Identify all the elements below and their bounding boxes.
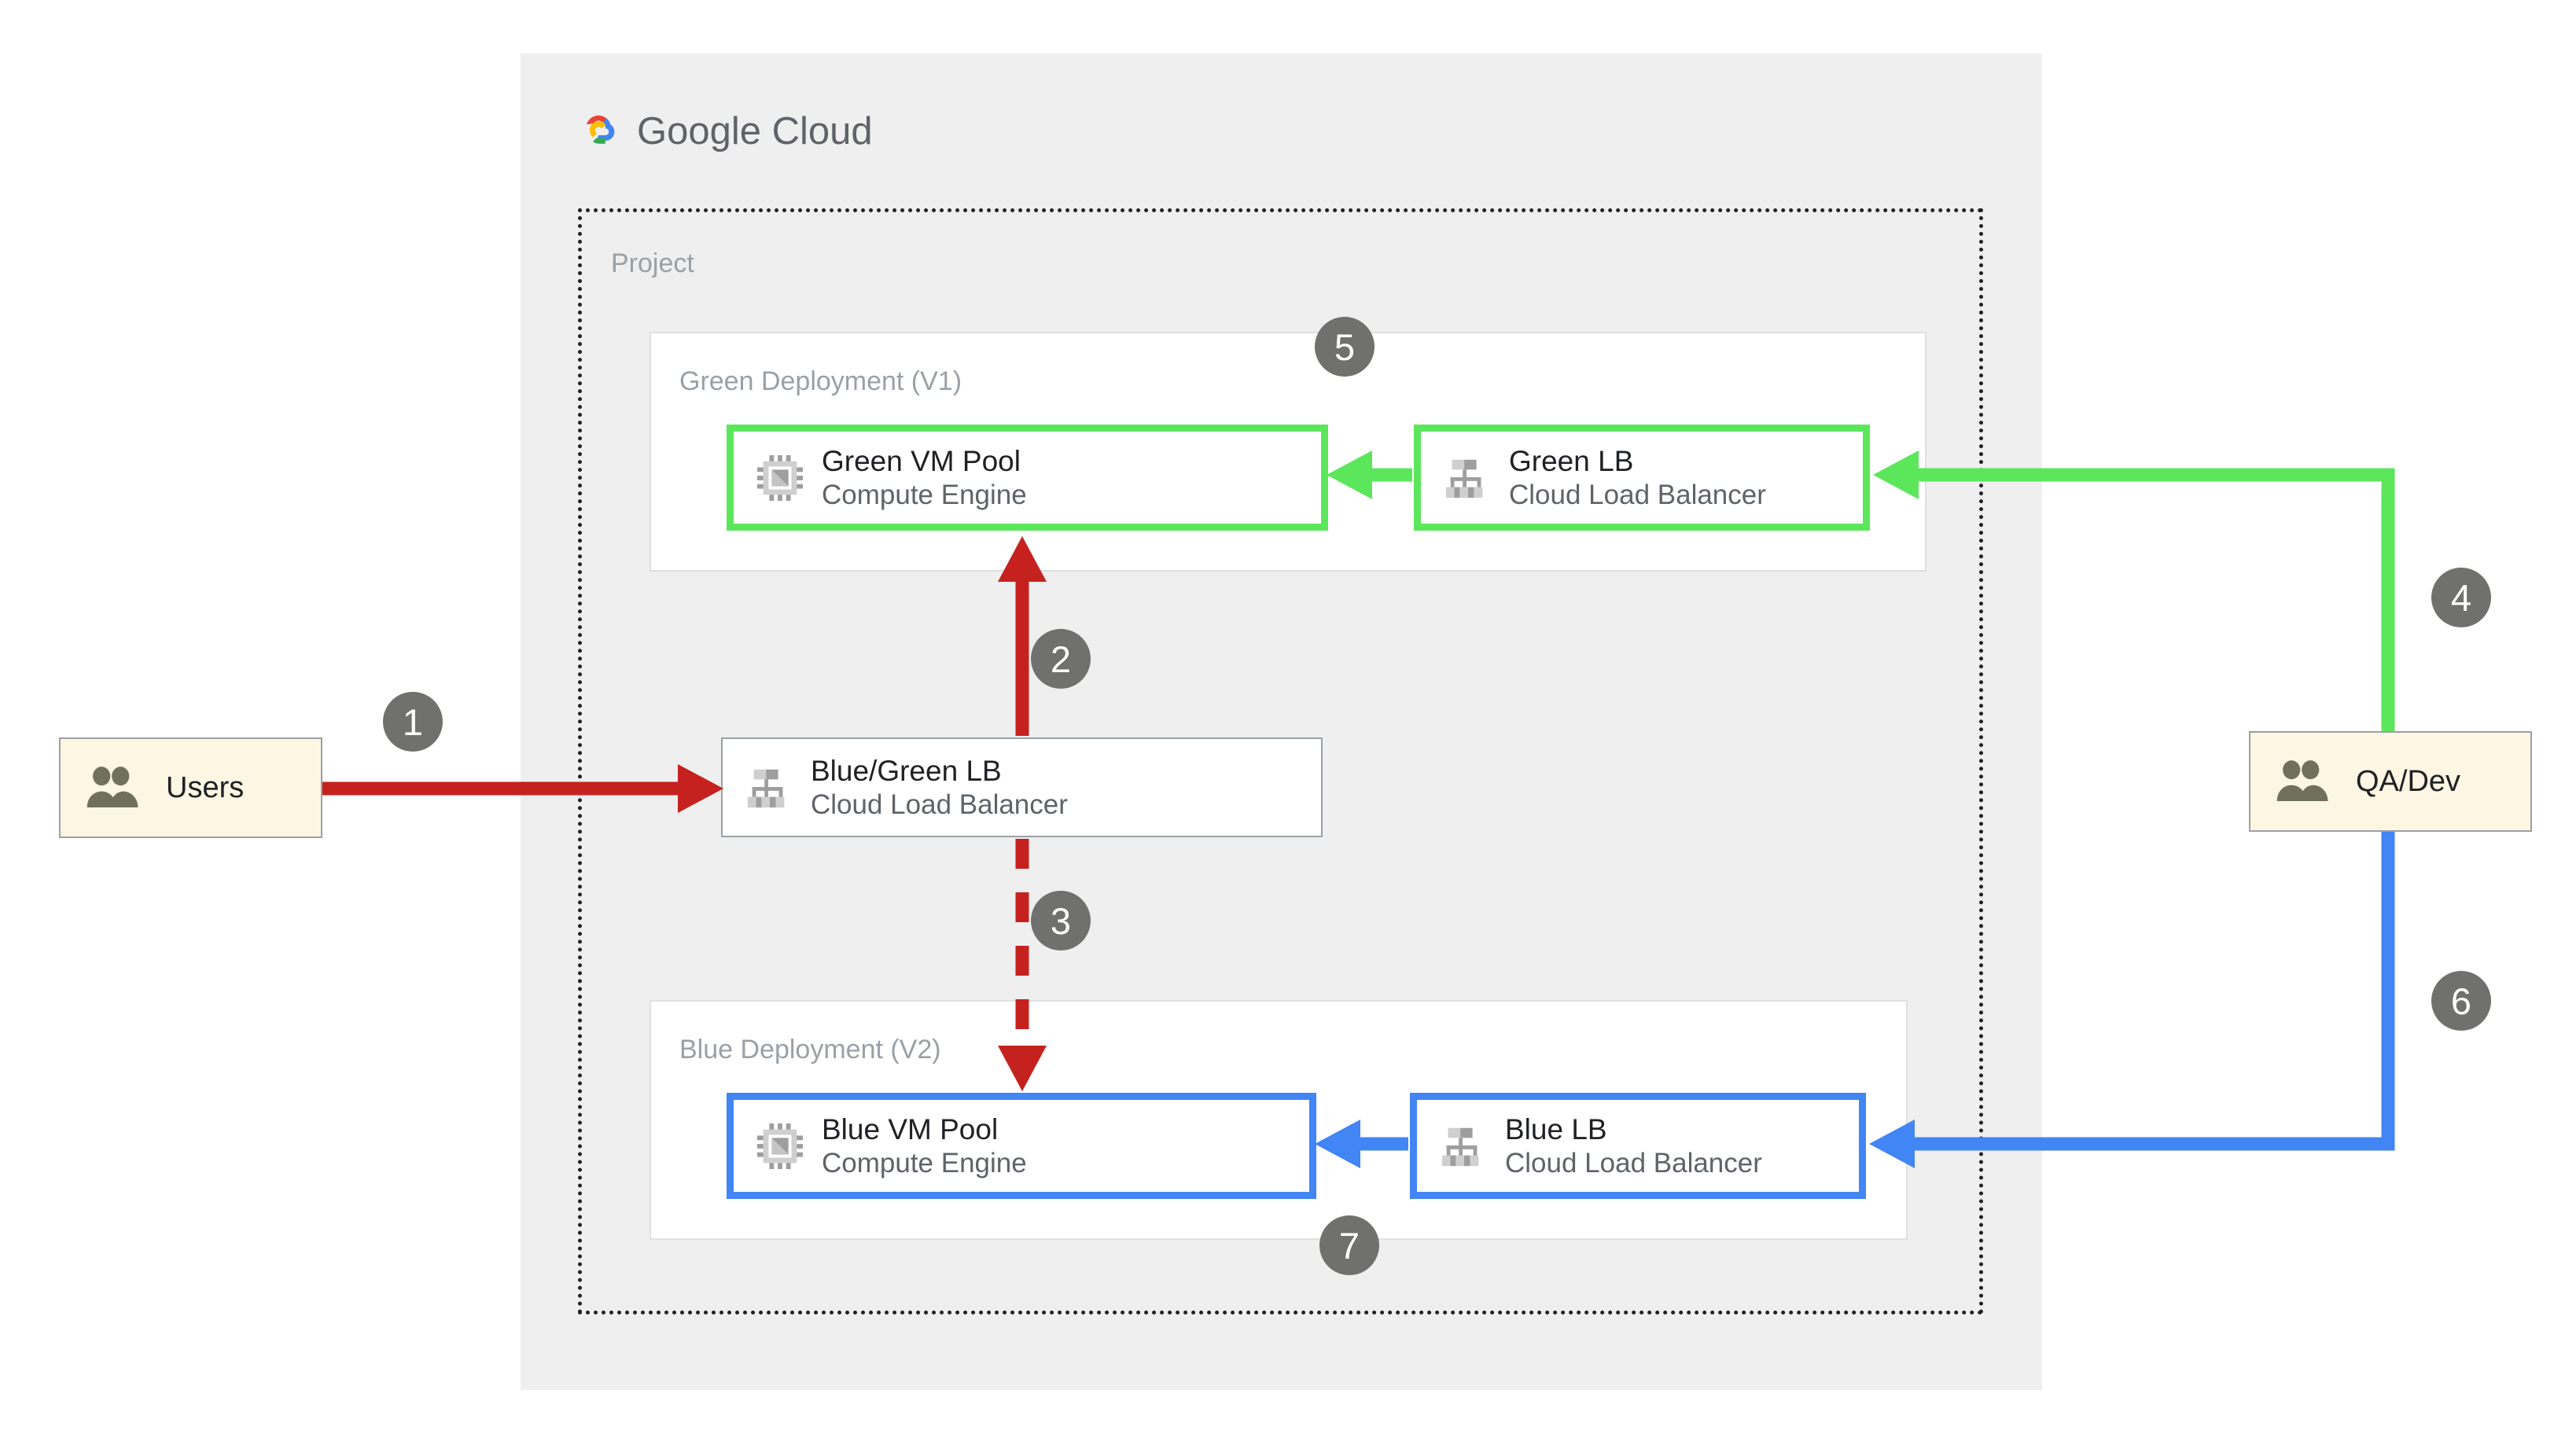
actor-users-label: Users (166, 770, 245, 804)
google-cloud-wordmark: Google Cloud (637, 109, 873, 153)
node-title: Blue VM Pool (822, 1113, 999, 1146)
step-badge-7: 7 (1319, 1215, 1379, 1275)
node-title: Green LB (1509, 445, 1634, 478)
cloud-load-balancer-icon (747, 769, 785, 807)
people-icon (2276, 760, 2328, 801)
step-badge-5: 5 (1315, 317, 1374, 377)
node-blue-lb-text: Blue LB Cloud Load Balancer (1505, 1112, 1762, 1179)
node-subtitle: Cloud Load Balancer (811, 789, 1068, 820)
step-badge-1: 1 (383, 692, 443, 752)
node-blue-vm-pool[interactable]: Blue VM Pool Compute Engine (727, 1093, 1316, 1199)
node-subtitle: Compute Engine (822, 1147, 1027, 1178)
node-blue-green-lb[interactable]: Blue/Green LB Cloud Load Balancer (721, 737, 1323, 837)
step-badge-6: 6 (2431, 971, 2491, 1031)
step-badge-4: 4 (2431, 568, 2491, 627)
node-green-vm-pool[interactable]: Green VM Pool Compute Engine (727, 425, 1328, 531)
google-cloud-logo-icon (586, 115, 615, 144)
node-green-vm-pool-text: Green VM Pool Compute Engine (822, 444, 1027, 511)
blue-deployment-title: Blue Deployment (V2) (679, 1035, 941, 1064)
node-subtitle: Cloud Load Balancer (1509, 479, 1766, 510)
node-blue-lb[interactable]: Blue LB Cloud Load Balancer (1410, 1093, 1866, 1199)
cloud-load-balancer-icon (1445, 459, 1483, 498)
compute-engine-chip-icon (756, 1123, 804, 1169)
people-icon (86, 767, 138, 807)
step-badge-3: 3 (1031, 891, 1091, 950)
node-title: Blue LB (1505, 1113, 1607, 1146)
node-subtitle: Cloud Load Balancer (1505, 1147, 1762, 1178)
cloud-load-balancer-icon (1441, 1127, 1479, 1166)
brand-google: Google (637, 110, 762, 153)
project-boundary (578, 208, 1983, 1314)
actor-users[interactable]: Users (59, 737, 322, 838)
step-badge-2: 2 (1031, 629, 1091, 689)
google-cloud-branding: Google Cloud (574, 107, 873, 156)
node-title: Green VM Pool (822, 445, 1021, 478)
brand-cloud: Cloud (771, 110, 873, 153)
compute-engine-chip-icon (756, 454, 804, 501)
node-subtitle: Compute Engine (822, 479, 1027, 510)
node-title: Blue/Green LB (811, 755, 1002, 788)
node-blue-green-lb-text: Blue/Green LB Cloud Load Balancer (811, 754, 1068, 821)
project-label: Project (611, 248, 694, 278)
node-green-lb[interactable]: Green LB Cloud Load Balancer (1414, 425, 1870, 531)
node-blue-vm-pool-text: Blue VM Pool Compute Engine (822, 1112, 1027, 1179)
node-green-lb-text: Green LB Cloud Load Balancer (1509, 444, 1766, 511)
green-deployment-title: Green Deployment (V1) (679, 366, 962, 396)
actor-qa-dev-label: QA/Dev (2356, 764, 2461, 798)
actor-qa-dev[interactable]: QA/Dev (2249, 731, 2532, 832)
